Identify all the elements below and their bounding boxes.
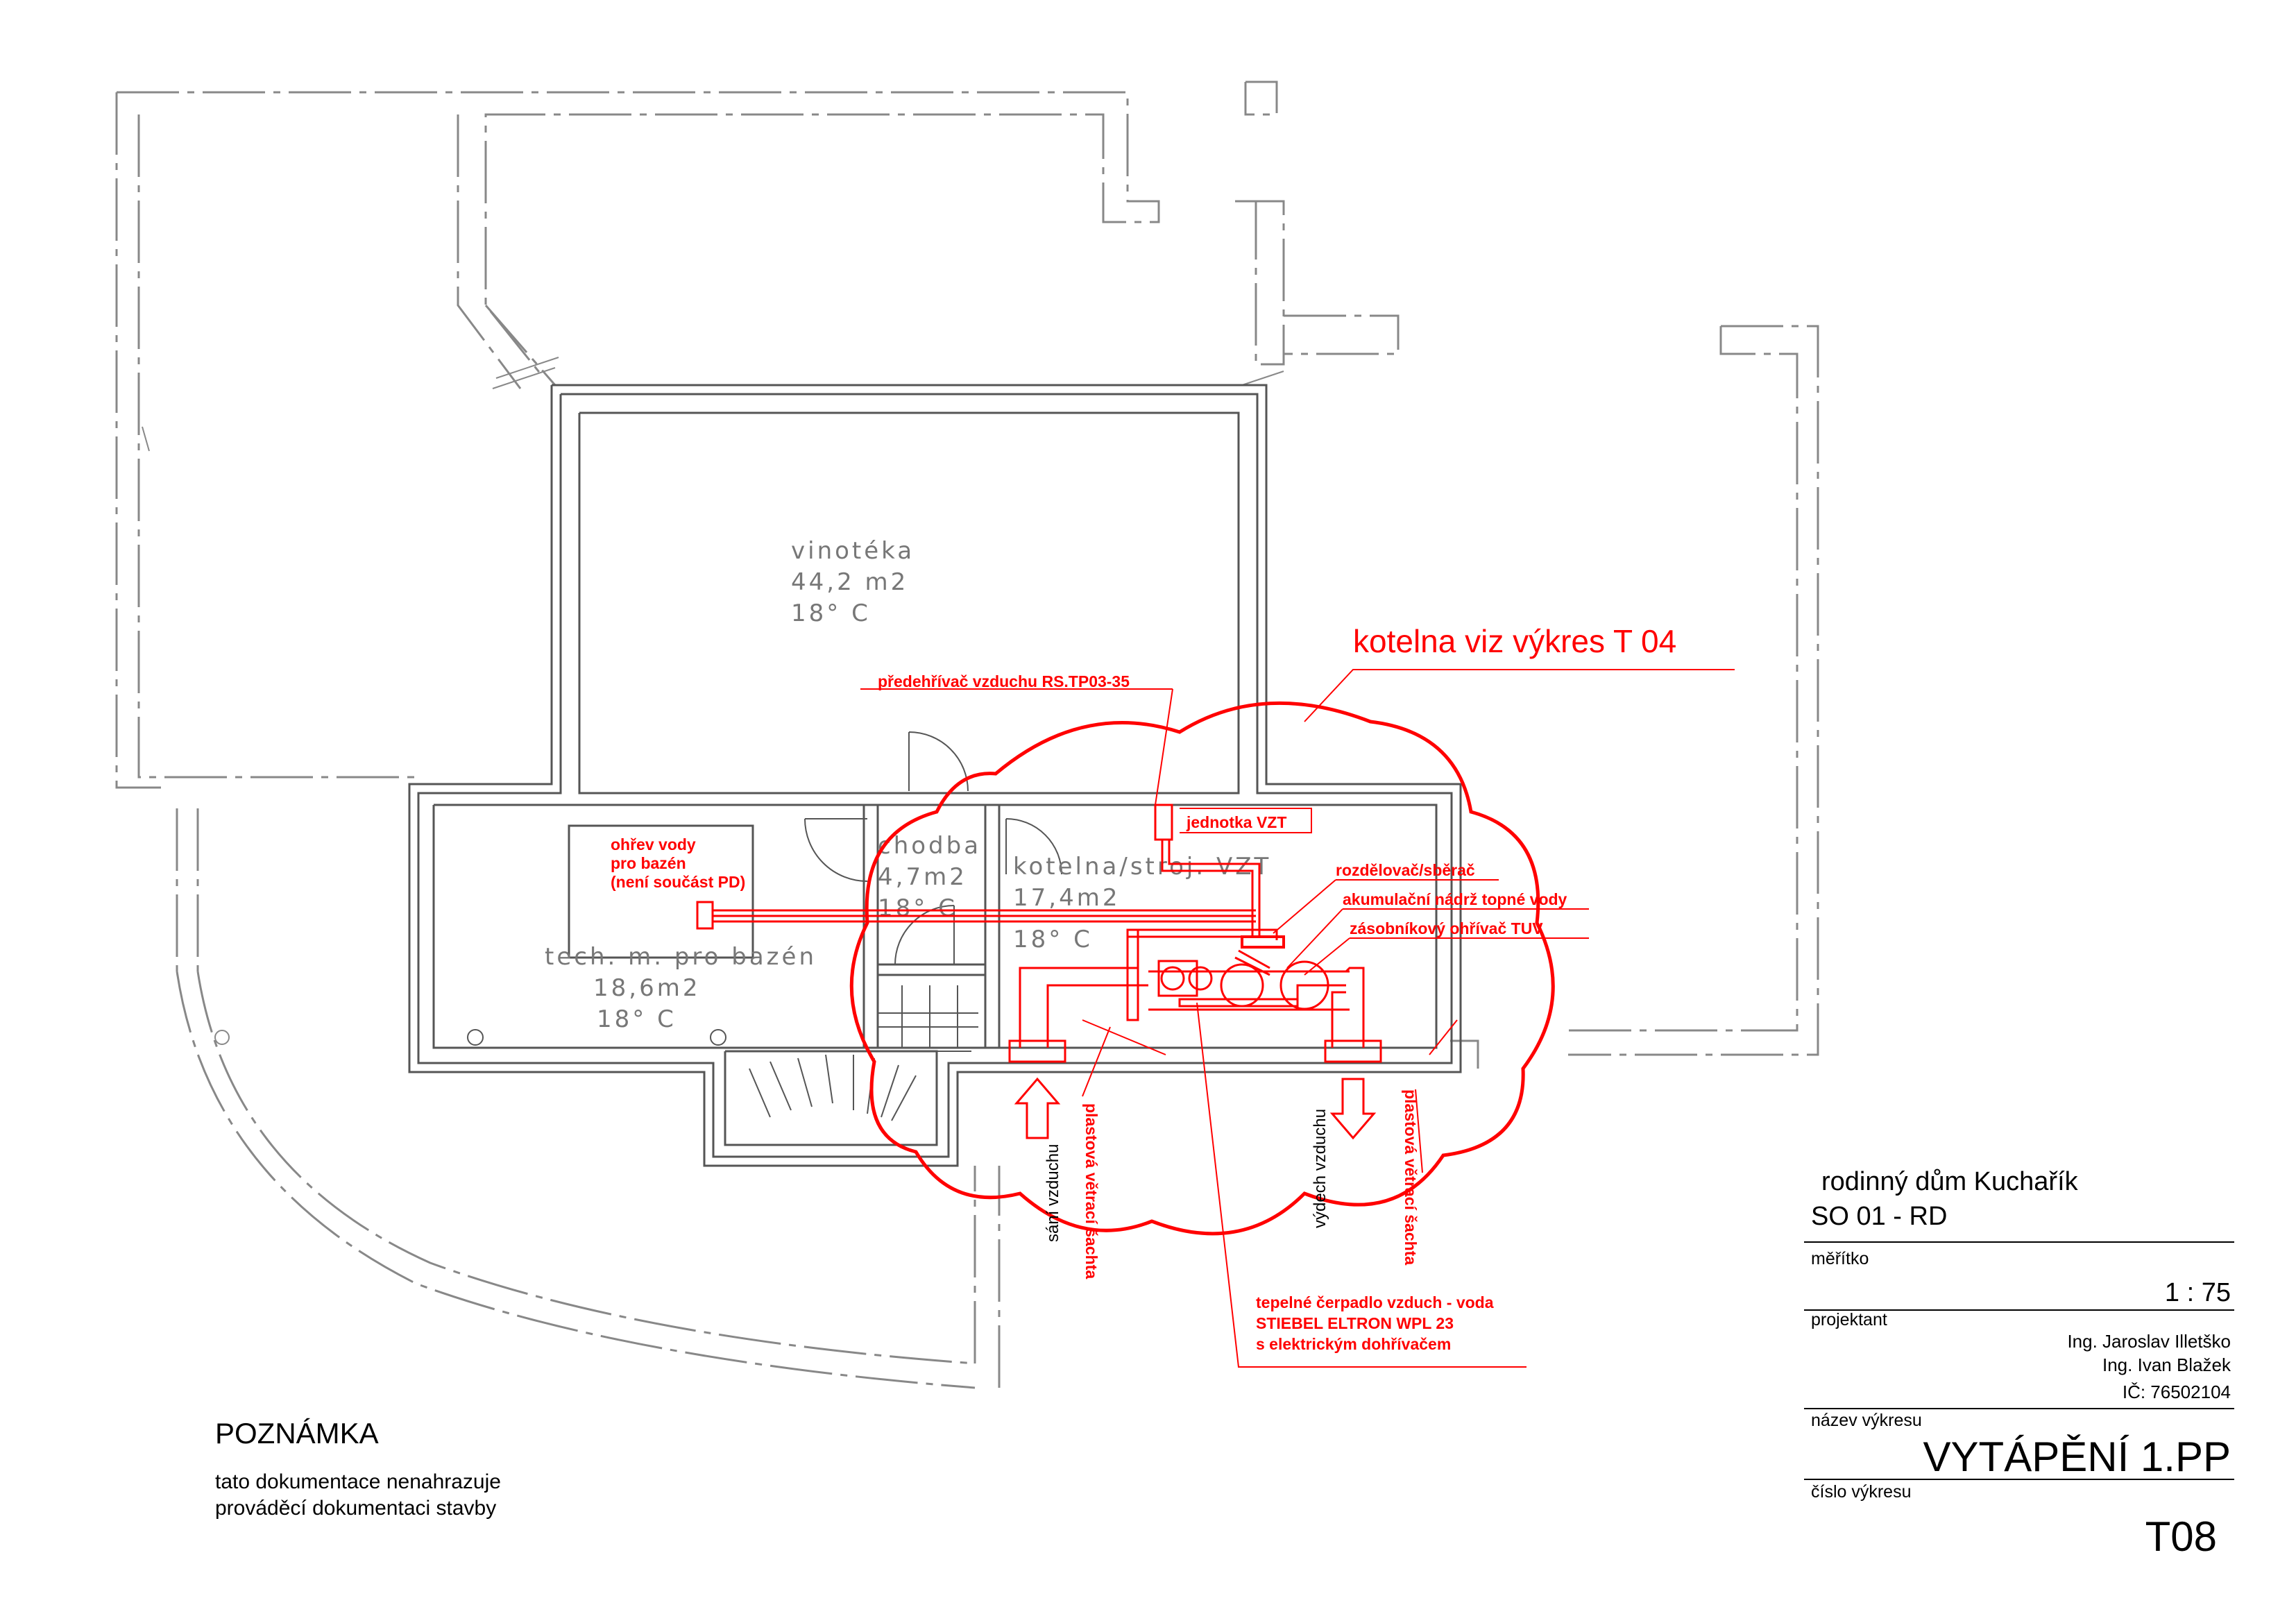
- annotation-ohrev-3: (není součást PD): [611, 873, 745, 891]
- annotation-ohrev-1: ohřev vody: [611, 835, 696, 853]
- annotation-akumulacni: akumulační nádrž topné vody: [1343, 890, 1567, 908]
- outline-ticks: [142, 357, 1284, 1045]
- title-block: rodinný dům Kuchařík SO 01 - RD měřítko …: [1804, 1167, 2234, 1560]
- tb-drawing-number-label: číslo výkresu: [1811, 1482, 1911, 1502]
- room-vinoteka-temp: 18° C: [791, 600, 871, 627]
- annotation-cerpadlo-1: tepelné čerpadlo vzduch - voda: [1256, 1293, 1494, 1311]
- room-tech-temp: 18° C: [597, 1005, 677, 1033]
- tb-object: SO 01 - RD: [1811, 1202, 1947, 1231]
- walls: [408, 384, 1462, 1167]
- tb-project: rodinný dům Kuchařík: [1821, 1167, 2079, 1196]
- note-heading: POZNÁMKA: [215, 1417, 379, 1450]
- tb-drawing-name: VYTÁPĚNÍ 1.PP: [1923, 1434, 2231, 1480]
- annotation-jednotka: jednotka VZT: [1186, 813, 1286, 831]
- annotation-texts: kotelna viz výkres T 04 předehřívač vzdu…: [611, 623, 1676, 1353]
- room-tech-area: 18,6m2: [593, 974, 700, 1002]
- note-line1: tato dokumentace nenahrazuje: [215, 1470, 501, 1493]
- note-line2: prováděcí dokumentaci stavby: [215, 1497, 496, 1520]
- tb-ic: IČ: 76502104: [2123, 1382, 2231, 1402]
- annotation-sachta-right: plastová větrací šachta: [1402, 1089, 1420, 1265]
- annotation-cerpadlo-2: STIEBEL ELTRON WPL 23: [1256, 1314, 1454, 1332]
- annotation-cerpadlo-3: s elektrickým dohřívačem: [1256, 1335, 1451, 1353]
- note: POZNÁMKA tato dokumentace nenahrazuje pr…: [215, 1417, 501, 1520]
- outline-dashed: [115, 80, 1819, 1389]
- revision-cloud: [849, 701, 1555, 1236]
- room-chodba-name: chodba: [878, 832, 981, 860]
- annotation-cloud-title: kotelna viz výkres T 04: [1353, 623, 1676, 659]
- annotation-ohrev-2: pro bazén: [611, 854, 686, 872]
- tb-designer-2: Ing. Ivan Blažek: [2102, 1354, 2231, 1375]
- annotation-sachta-left: plastová větrací šachta: [1082, 1103, 1100, 1279]
- room-kotelna-name: kotelna/stroj. VZT: [1013, 853, 1271, 881]
- tb-designer-1: Ing. Jaroslav Illetško: [2067, 1331, 2231, 1352]
- tb-scale-label: měřítko: [1811, 1249, 1869, 1268]
- room-chodba-temp: 18° C: [878, 894, 958, 922]
- tb-drawing-name-label: název výkresu: [1811, 1411, 1922, 1430]
- label-vydech: výdech vzduchu: [1311, 1109, 1329, 1228]
- tb-scale-value: 1 : 75: [2165, 1278, 2231, 1307]
- airflow-labels: sání vzduchu výdech vzduchu: [1044, 1109, 1329, 1242]
- heating-pipework: [696, 804, 1382, 1140]
- room-tech-name: tech. m. pro bazén: [545, 943, 817, 971]
- room-kotelna-temp: 18° C: [1013, 926, 1093, 953]
- tb-designer-label: projektant: [1811, 1310, 1887, 1329]
- room-vinoteka-area: 44,2 m2: [791, 568, 908, 596]
- room-chodba-area: 4,7m2: [878, 863, 967, 891]
- tb-drawing-number: T08: [2145, 1513, 2217, 1560]
- annotation-rozdelovac: rozdělovač/sběrač: [1336, 861, 1475, 879]
- room-labels: vinotéka 44,2 m2 18° C chodba 4,7m2 18° …: [545, 537, 1271, 1033]
- room-vinoteka-name: vinotéka: [791, 537, 915, 565]
- label-sani: sání vzduchu: [1044, 1144, 1062, 1242]
- annotation-predehrivac: předehřívač vzduchu RS.TP03-35: [878, 672, 1130, 690]
- leader-lines: [860, 669, 1735, 1368]
- annotation-zasobnikovy: zásobníkový ohřívač TUV: [1350, 919, 1543, 937]
- room-kotelna-area: 17,4m2: [1013, 884, 1120, 912]
